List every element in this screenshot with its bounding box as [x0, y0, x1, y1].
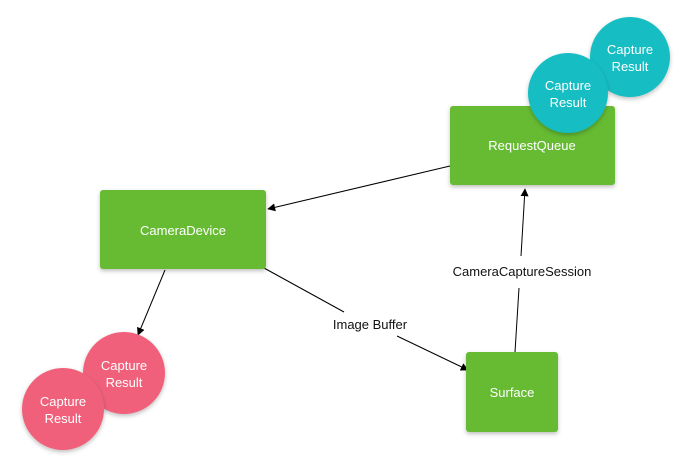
edge-cameradevice-to-captureresult	[137, 269, 166, 336]
capture-result-top-front-line2: Result	[550, 95, 587, 110]
edge-requestqueue-to-cameradevice	[267, 165, 451, 212]
edge-cameradevice-to-imagebuffer	[263, 267, 345, 313]
capture-result-top-back-line1: Capture	[607, 42, 653, 57]
camera-device-node[interactable]	[100, 190, 266, 269]
surface-node[interactable]	[466, 352, 558, 432]
capture-result-top-back	[590, 17, 670, 97]
edge-capturesession-to-requestqueue	[520, 188, 529, 257]
capture-result-top-front-line1: Capture	[545, 78, 591, 93]
surface-label: Surface	[490, 385, 535, 400]
capture-result-top-front	[528, 53, 608, 133]
capture-result-bottom-back	[83, 332, 165, 414]
capture-result-bottom-front-line1: Capture	[40, 394, 86, 409]
edge-surface-to-capturesession	[514, 287, 520, 353]
capture-result-bottom-front-line2: Result	[45, 411, 82, 426]
camera-device-label: CameraDevice	[140, 223, 226, 238]
edge-imagebuffer-to-surface	[396, 335, 469, 371]
capture-result-top-back-line2: Result	[612, 59, 649, 74]
request-queue-label: RequestQueue	[488, 138, 575, 153]
capture-result-bottom-back-line2: Result	[106, 375, 143, 390]
capture-session-label: CameraCaptureSession	[453, 264, 592, 279]
capture-result-bottom-front	[22, 368, 104, 450]
image-buffer-label: Image Buffer	[333, 317, 408, 332]
capture-result-bottom-back-line1: Capture	[101, 358, 147, 373]
